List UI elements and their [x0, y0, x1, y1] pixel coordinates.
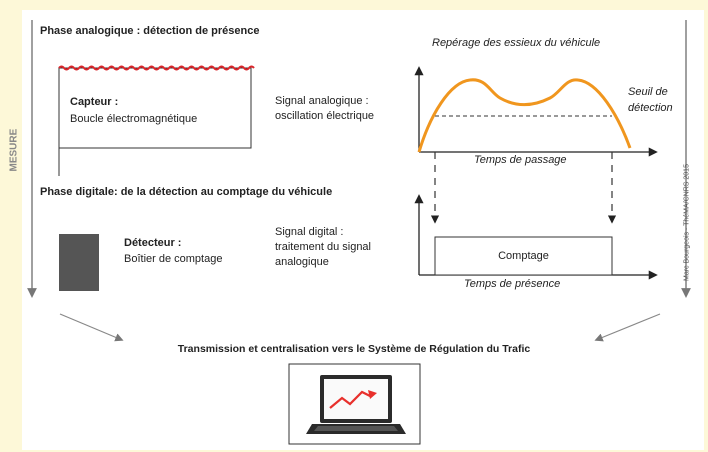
capteur-desc: Boucle électromagnétique: [70, 113, 198, 125]
seuil-line2: détection: [628, 102, 673, 114]
loop-wave-icon: [58, 65, 255, 71]
converge-arrow-right: [594, 313, 661, 342]
comptage-label: Comptage: [498, 250, 549, 262]
signal-analog-line2: oscillation électrique: [275, 110, 375, 122]
capteur-title: Capteur :: [70, 96, 119, 108]
temps-presence-label: Temps de présence: [464, 278, 561, 290]
trend-arrow-icon: [329, 390, 371, 409]
transmission-title: Transmission et centralisation vers le S…: [177, 343, 531, 355]
phase-digital-title: Phase digitale: de la détection au compt…: [40, 186, 333, 198]
reperage-label: Repérage des essieux du véhicule: [432, 37, 601, 49]
converge-arrow-left: [59, 313, 124, 342]
detecteur-title: Détecteur :: [124, 237, 182, 249]
signal-digital-line3: analogique: [275, 256, 329, 268]
capteur-box: [58, 67, 252, 149]
detecteur-desc: Boîtier de comptage: [124, 253, 223, 265]
signal-analog-line1: Signal analogique :: [275, 95, 369, 107]
temps-passage-label: Temps de passage: [474, 154, 567, 166]
signal-digital-line1: Signal digital :: [275, 226, 344, 238]
seuil-line1: Seuil de: [628, 86, 668, 98]
credit-label: Marc Bourgeois - ThéMA/CNRS 2015: [683, 164, 691, 281]
comptage-box: [434, 236, 613, 276]
signal-digital-line2: traitement du signal: [275, 241, 371, 253]
phase-analog-title: Phase analogique : détection de présence: [40, 25, 260, 37]
mesure-label: MESURE: [8, 128, 20, 172]
analog-signal-curve: [417, 78, 632, 153]
laptop-icon: [306, 375, 406, 434]
detector-box: [59, 234, 99, 291]
